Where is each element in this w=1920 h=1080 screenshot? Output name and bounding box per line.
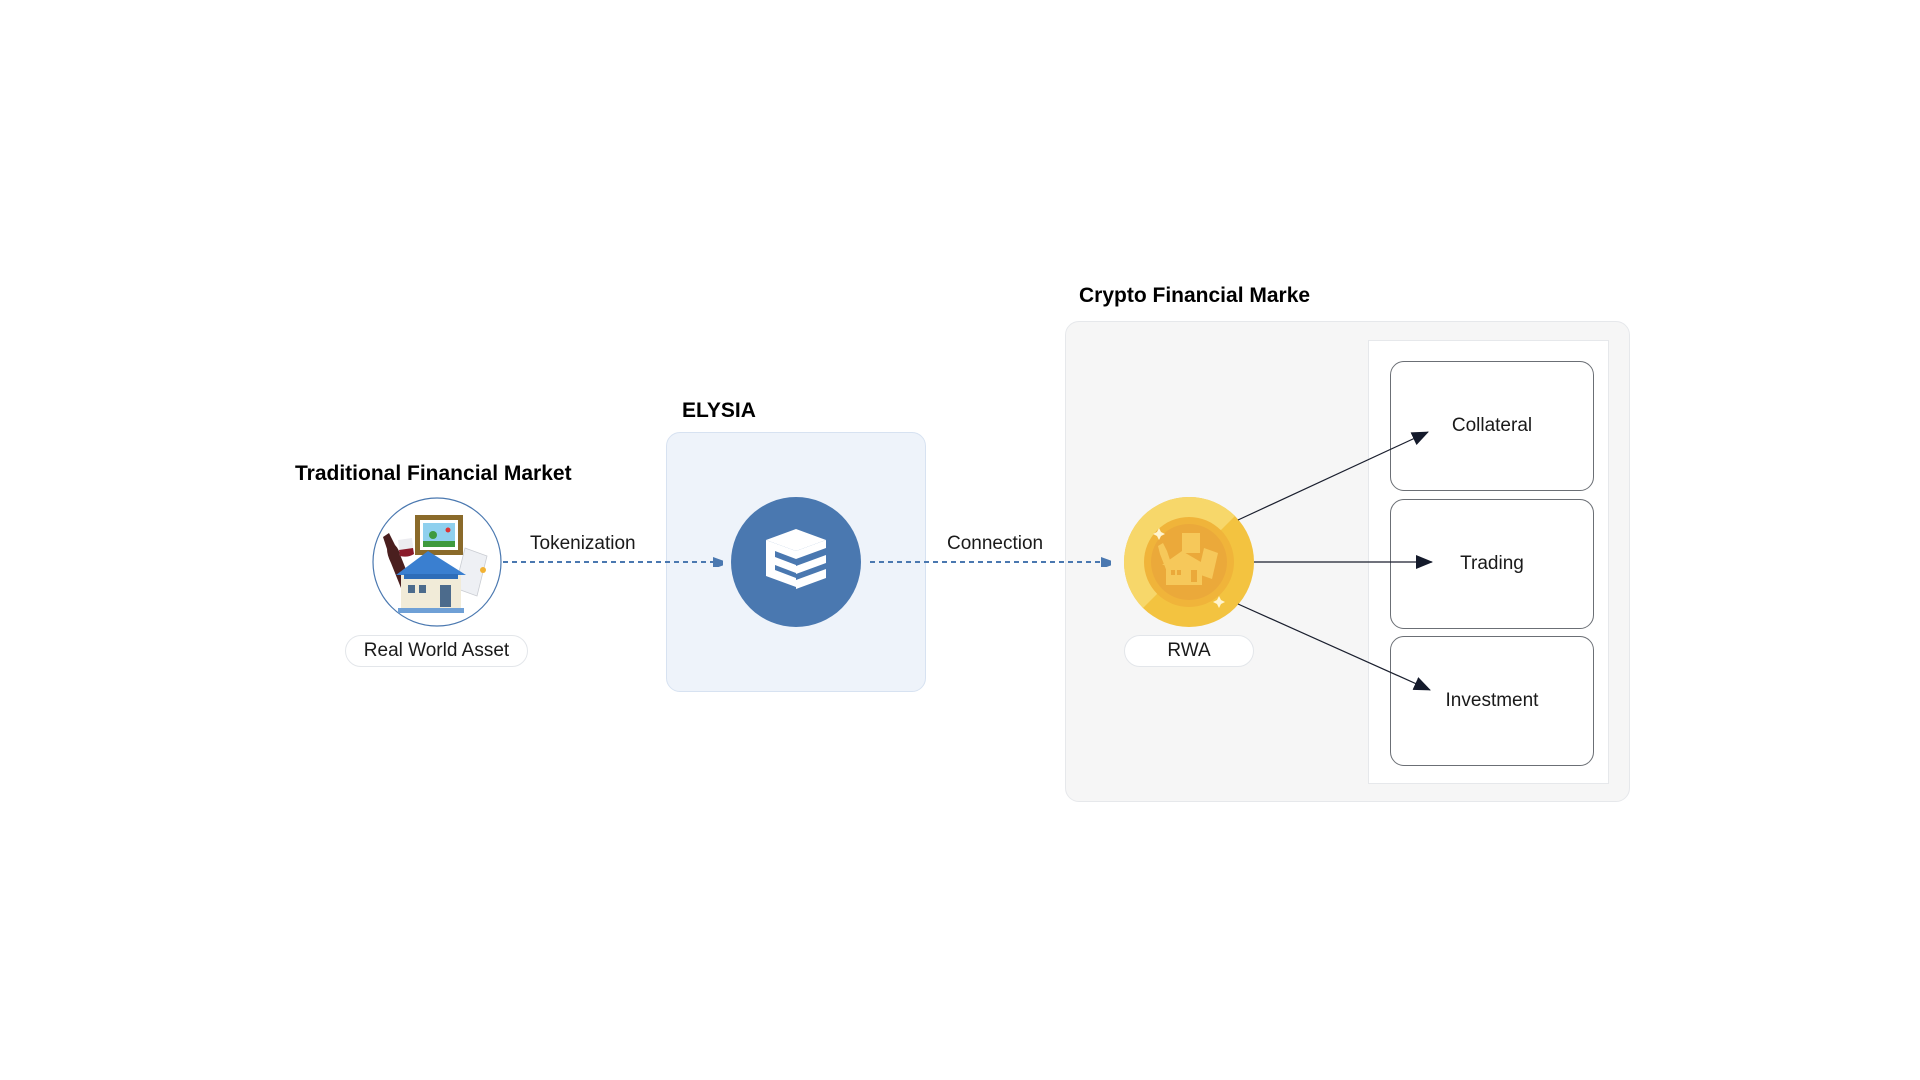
real-world-asset-icon [372, 497, 502, 627]
rwa-pill: RWA [1124, 635, 1254, 667]
real-world-asset-label: Real World Asset [363, 640, 510, 661]
connection-label: Connection [947, 533, 1044, 554]
traditional-market-title: Traditional Financial Market [295, 462, 572, 485]
use-case-collateral: Collateral [1390, 361, 1594, 491]
rwa-label: RWA [1167, 640, 1211, 661]
rwa-coin-icon [1123, 496, 1254, 627]
use-case-label: Trading [1460, 553, 1524, 574]
arrow-to-investment [1237, 603, 1431, 691]
use-case-label: Investment [1445, 690, 1539, 711]
use-case-investment: Investment [1390, 636, 1594, 766]
arrow-to-collateral [1237, 431, 1429, 521]
elysia-title: ELYSIA [682, 399, 756, 422]
crypto-market-title: Crypto Financial Marke [1079, 284, 1311, 307]
tokenization-label: Tokenization [530, 533, 636, 554]
real-world-asset-pill: Real World Asset [345, 635, 528, 667]
elysia-logo-icon [731, 497, 861, 627]
use-case-label: Collateral [1451, 415, 1533, 436]
